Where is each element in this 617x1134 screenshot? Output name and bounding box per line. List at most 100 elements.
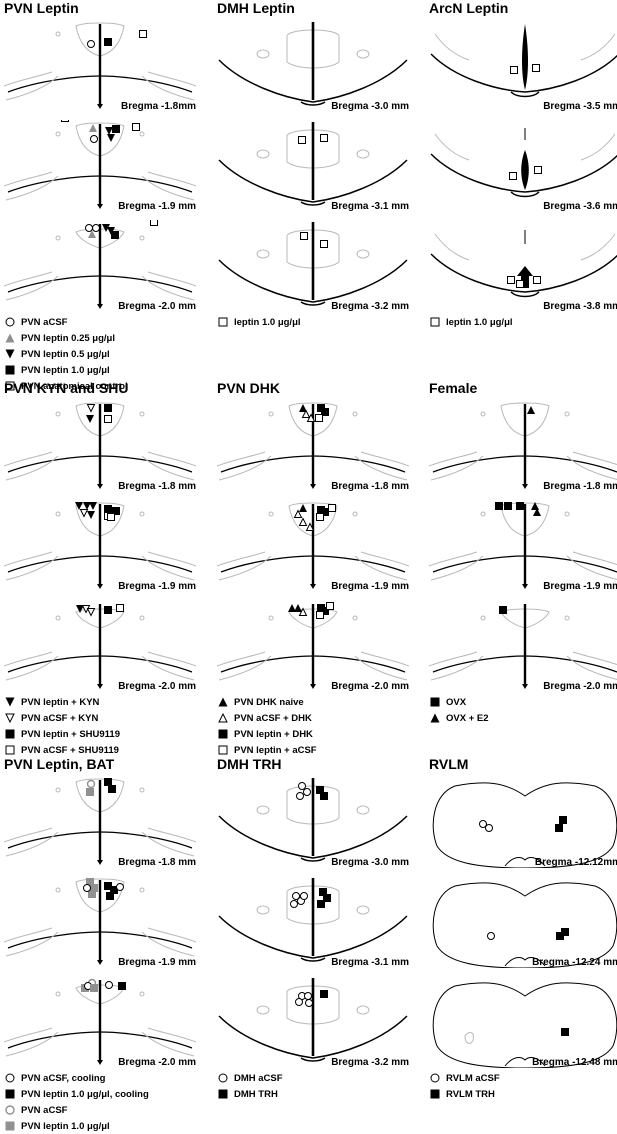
filled-up-triangle-marker <box>533 508 541 516</box>
filled-up-triangle-marker <box>299 404 307 412</box>
brain-section: Bregma -3.0 mm <box>213 20 413 112</box>
legend-label: PVN DHK naive <box>234 696 304 708</box>
legend-item: PVN anatomical control <box>4 378 128 394</box>
brain-outline <box>430 24 617 98</box>
filled-down-triangle-marker <box>76 605 84 613</box>
brain-section: Bregma -1.8 mm <box>0 400 200 492</box>
open-circle-marker <box>292 892 300 900</box>
open-circle-marker <box>298 782 306 790</box>
filled-square-marker <box>104 38 112 46</box>
open-circle-marker <box>218 1073 228 1083</box>
filled-square-marker <box>320 792 328 800</box>
panel-title: PVN KYN and SHU <box>4 380 129 396</box>
filled-square-marker <box>561 1028 569 1036</box>
filled-square-marker <box>321 508 329 516</box>
legend-item: PVN leptin 1.0 μg/μl <box>4 1118 149 1134</box>
bregma-label: Bregma -1.9 mm <box>118 581 196 592</box>
legend-label: PVN leptin + aCSF <box>234 744 317 756</box>
legend-item: DMH TRH <box>217 1086 283 1102</box>
legend-item: leptin 1.0 μg/μl <box>217 314 301 330</box>
open-square-marker <box>5 745 15 755</box>
legend-item: PVN aCSF <box>4 314 128 330</box>
section-drawing <box>3 120 197 209</box>
filled-up-triangle-marker <box>294 604 302 612</box>
brain-outline <box>428 502 617 589</box>
filled-square-marker <box>112 125 120 133</box>
filled-square-marker <box>110 886 118 894</box>
section-drawing <box>3 22 197 109</box>
bregma-label: Bregma -12.12mm <box>534 857 617 868</box>
legend-label: PVN aCSF + SHU9119 <box>21 744 119 756</box>
brain-outline <box>3 224 197 309</box>
brain-section: Bregma -1.8 mm <box>425 400 617 492</box>
gray-square-marker <box>86 788 94 796</box>
brain-outline <box>3 502 197 589</box>
bregma-label: Bregma -12.24 mm <box>532 957 617 968</box>
bregma-label: Bregma -1.8 mm <box>543 481 617 492</box>
open-square-marker <box>107 513 115 521</box>
legend-label: PVN leptin + KYN <box>21 696 100 708</box>
filled-square-marker <box>559 816 567 824</box>
brain-section: Bregma -2.0 mm <box>0 600 200 692</box>
bregma-label: Bregma -1.8 mm <box>118 481 196 492</box>
section-drawing <box>218 978 408 1062</box>
filled-square-marker <box>516 502 524 510</box>
filled-up-triangle-marker <box>288 604 296 612</box>
section-drawing <box>3 502 197 589</box>
filled-square-marker <box>104 882 112 890</box>
filled-square-marker <box>218 729 228 739</box>
legend-label: PVN leptin + SHU9119 <box>21 728 120 740</box>
brain-outline <box>3 22 197 109</box>
open-circle-marker <box>5 317 15 327</box>
panel-title: DMH Leptin <box>217 0 295 16</box>
open-square-marker <box>509 172 517 180</box>
filled-square-marker <box>111 231 119 239</box>
brain-outline <box>3 980 197 1065</box>
open-square-marker <box>104 415 112 423</box>
brain-outline <box>218 122 408 206</box>
bregma-label: Bregma -1.8 mm <box>331 481 409 492</box>
filled-square-marker <box>106 892 114 900</box>
open-down-triangle-marker <box>86 404 96 413</box>
open-square-marker <box>316 611 324 619</box>
open-square-marker <box>139 30 147 38</box>
brain-section: Bregma -3.6 mm <box>425 120 617 212</box>
section-drawing <box>216 402 410 489</box>
legend-label: PVN leptin + DHK <box>234 728 313 740</box>
brain-section: Bregma -12.24 mm <box>425 876 617 968</box>
section-drawing <box>3 402 197 489</box>
bregma-label: Bregma -3.0 mm <box>331 857 409 868</box>
open-circle-marker <box>305 999 313 1007</box>
legend-label: RVLM TRH <box>446 1088 495 1100</box>
panel-title: DMH TRH <box>217 756 282 772</box>
section-drawing <box>3 978 197 1065</box>
legend-label: OVX <box>446 696 467 708</box>
open-square-marker <box>326 602 334 610</box>
open-square-marker <box>328 504 336 512</box>
open-circle-marker <box>303 788 311 796</box>
section-drawing <box>218 778 408 862</box>
open-square-marker <box>516 280 524 288</box>
open-square-marker <box>507 276 515 284</box>
filled-down-triangle-marker <box>75 502 83 510</box>
legend-item: DMH aCSF <box>217 1070 283 1086</box>
open-square-marker <box>320 240 328 248</box>
gray-up-triangle-marker <box>5 333 15 343</box>
brain-outline <box>3 878 197 965</box>
brain-outline <box>3 402 197 489</box>
legend-label: leptin 1.0 μg/μl <box>234 316 301 328</box>
legend-label: PVN aCSF <box>21 1104 68 1116</box>
section-drawing <box>428 604 617 689</box>
open-circle-marker <box>296 792 304 800</box>
legend-label: PVN aCSF <box>21 316 68 328</box>
legend-label: PVN leptin 0.5 μg/μl <box>21 348 110 360</box>
bregma-label: Bregma -1.8mm <box>120 101 196 112</box>
brain-section: Bregma -2.0 mm <box>213 600 413 692</box>
open-square-marker <box>430 317 440 327</box>
filled-square-marker <box>320 990 328 998</box>
bregma-label: Bregma -3.8 mm <box>543 301 617 312</box>
